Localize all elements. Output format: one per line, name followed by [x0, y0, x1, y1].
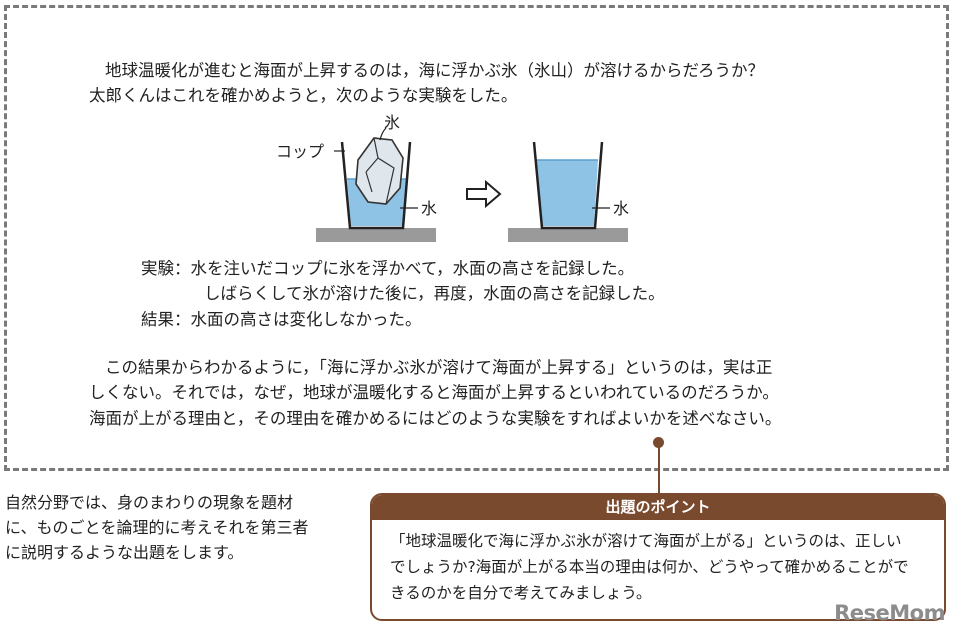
point-box-title: 出題のポイント — [372, 495, 944, 520]
water-after — [537, 160, 598, 226]
conclusion-line-3: 海面が上がる理由と，その理由を確かめるにはどのような実験をすればよいかを述べなさ… — [89, 409, 782, 428]
question-intro-line-2: 太郎くんはこれを確かめようと，次のような実験をした。 — [89, 86, 518, 105]
resemom-logo: ReseMom — [834, 601, 945, 625]
cup-label: コップ — [276, 142, 324, 161]
note-line-2: に、ものごとを論理的に考えそれを第三者 — [5, 518, 309, 537]
water-label-after: 水 — [613, 199, 629, 218]
point-line-1: 「地球温暖化で海に浮かぶ氷が溶けて海面が上がる」というのは、正しい — [390, 532, 902, 550]
question-intro-line-1: 地球温暖化が進むと海面が上昇するのは，海に浮かぶ氷（氷山）が溶けるからだろうか？ — [105, 61, 765, 80]
note-line-1: 自然分野では、身のまわりの現象を題材 — [5, 493, 294, 512]
conclusion-line-2: しくない。それでは，なぜ，地球が温暖化すると海面が上昇するといわれているのだろう… — [89, 383, 779, 402]
result-line: 結果：水面の高さは変化しなかった。 — [141, 310, 422, 329]
question-frame — [4, 5, 949, 471]
water-label-before: 水 — [421, 199, 437, 218]
base-plate-left — [316, 228, 436, 242]
experiment-figure: コップ 氷 水 水 — [276, 113, 629, 242]
base-plate-right — [508, 228, 628, 242]
experiment-line-1: 実験：水を注いだコップに氷を浮かべて，水面の高さを記録した。 — [141, 259, 635, 278]
point-line-3: きるのかを自分で考えてみましょう。 — [390, 584, 652, 602]
cup-before — [340, 141, 412, 230]
point-box: 出題のポイント 「地球温暖化で海に浮かぶ氷が溶けて海面が上がる」というのは、正し… — [370, 493, 946, 621]
connector-line — [658, 443, 660, 495]
cup-before-group: コップ 氷 水 — [276, 113, 437, 242]
explanation-note: 自然分野では、身のまわりの現象を題材 に、ものごとを論理的に考えそれを第三者 に… — [5, 490, 365, 565]
arrow-icon — [466, 179, 502, 209]
point-box-body: 「地球温暖化で海に浮かぶ氷が溶けて海面が上がる」というのは、正しい でしょうか?… — [372, 520, 944, 606]
note-line-3: に説明するような出題をします。 — [5, 543, 244, 562]
connector-dot — [653, 437, 664, 448]
ice-label: 氷 — [384, 113, 400, 132]
ice-pointer — [379, 127, 387, 141]
point-line-2: でしょうか?海面が上がる本当の理由は何か、どうやって確かめることがで — [390, 558, 909, 576]
conclusion-line-1: この結果からわかるように，「海に浮かぶ氷が溶けて海面が上昇する」というのは，実は… — [105, 358, 773, 377]
cup-after-group: 水 — [508, 141, 629, 242]
cup-after — [532, 141, 604, 230]
ice-crack — [365, 137, 395, 205]
experiment-line-2: しばらくして氷が溶けた後に，再度，水面の高さを記録した。 — [204, 284, 665, 303]
